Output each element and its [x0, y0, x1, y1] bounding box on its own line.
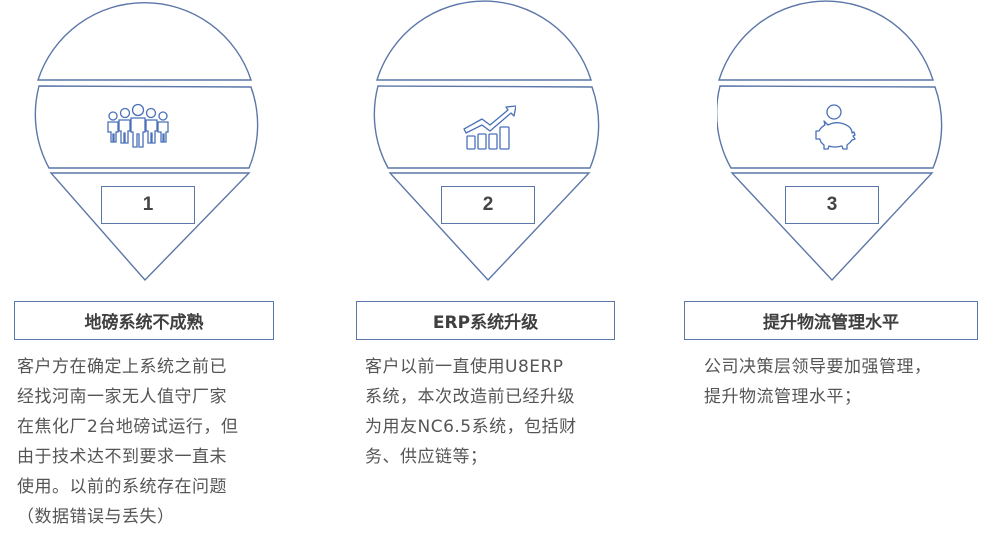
growth-chart-icon — [463, 105, 516, 150]
title-box-1: 地磅系统不成熟 — [14, 301, 274, 340]
number-box-2: 2 — [441, 186, 535, 224]
description-1: 客户方在确定上系统之前已 经找河南一家无人值守厂家 在焦化厂2台地磅试运行，但 … — [17, 357, 239, 527]
title-box-2: ERP系统升级 — [356, 301, 615, 340]
pin-2 — [373, 0, 643, 290]
pin-shape-3 — [717, 0, 943, 282]
description-3: 公司决策层领导要加强管理， 提升物流管理水平； — [704, 357, 932, 407]
pin-1 — [33, 0, 303, 290]
piggy-bank-icon — [815, 104, 856, 150]
description-2: 客户以前一直使用U8ERP 系统，本次改造前已经升级 为用友NC6.5系统，包括… — [365, 357, 577, 467]
pin-shape-2 — [373, 0, 600, 282]
pin-shape-1 — [34, 1, 259, 282]
title-box-3: 提升物流管理水平 — [684, 301, 978, 340]
number-box-3: 3 — [785, 186, 879, 224]
people-group-icon — [107, 103, 169, 148]
pin-3 — [717, 0, 987, 290]
number-box-1: 1 — [101, 186, 195, 224]
